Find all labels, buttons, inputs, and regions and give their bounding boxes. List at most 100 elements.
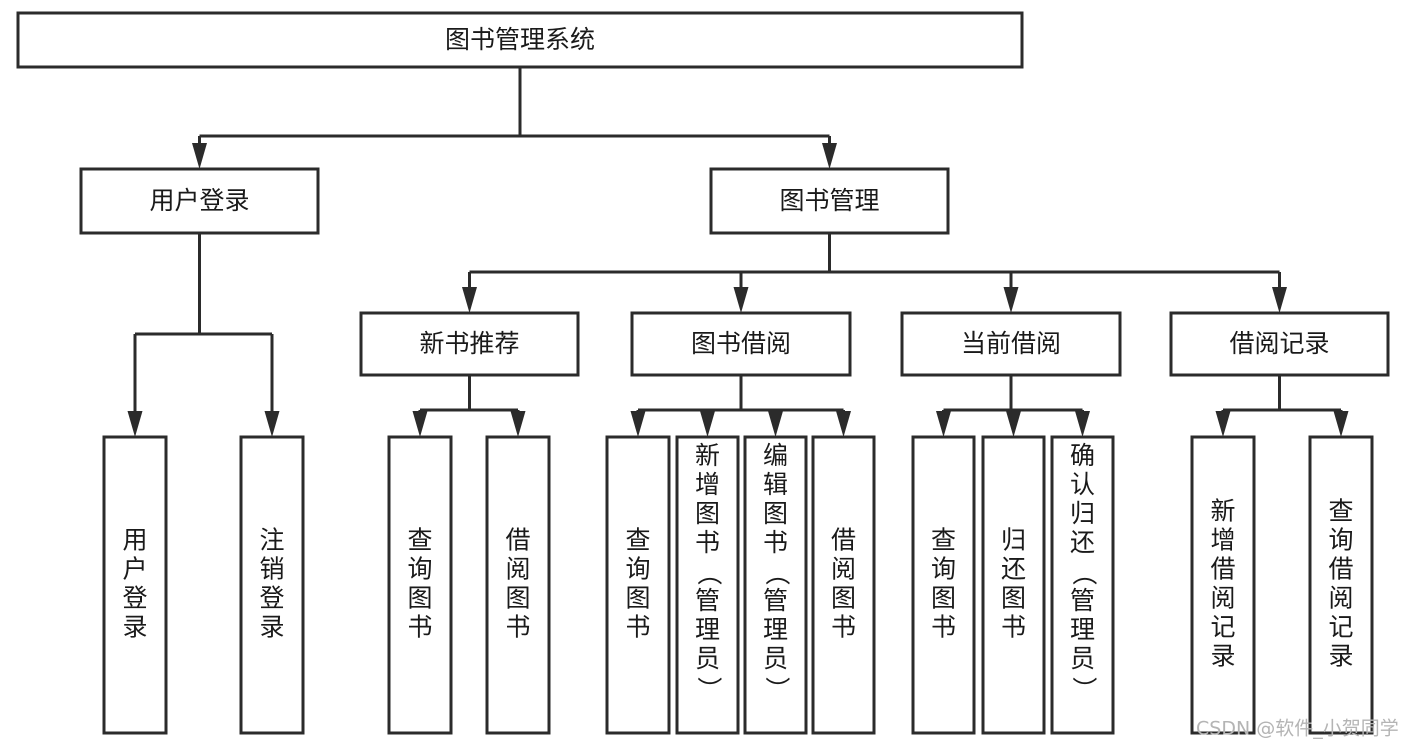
node-label-borrow: 图书借阅 [691,329,791,358]
node-label-char: 阅 [1328,584,1353,613]
node-label-char: ） [763,676,792,701]
node-label-char: 图 [763,499,788,528]
node-label-char: 用 [122,526,147,555]
node-box-bookmgmt[interactable] [709,167,950,235]
node-box-leaf-borrow-borrow[interactable] [811,435,876,735]
node-leaf-user-login[interactable]: 用户登录用户登录 [102,435,168,735]
node-label-char: 增 [1210,526,1235,555]
node-leaf-newbook-borrow[interactable]: 借阅图书借阅图书 [485,435,551,735]
node-label-char: 员 [1070,644,1095,673]
node-box-leaf-current-return[interactable] [981,435,1046,735]
connector-arrowhead-icon [1006,411,1021,437]
node-box-leaf-user-logout[interactable] [239,435,305,735]
node-borrow[interactable]: 图书借阅 [630,311,852,377]
connector-arrowhead-icon [127,411,143,437]
node-bookmgmt[interactable]: 图书管理 [709,167,950,235]
node-login[interactable]: 用户登录 [79,167,320,235]
node-box-newbook[interactable] [359,311,580,377]
node-label-char: 书 [1001,613,1026,642]
node-label-char: 书 [695,528,720,557]
node-box-leaf-borrow-edit[interactable] [743,435,808,735]
node-label-char: 登 [122,584,147,613]
node-box-leaf-user-login[interactable] [102,435,168,735]
node-root[interactable]: 图书管理系统 [16,11,1024,69]
connector-group-records [1215,375,1349,437]
node-label-char: 图 [407,584,432,613]
node-label-char: 增 [695,470,720,499]
connector-arrowhead-icon [630,411,646,437]
node-box-borrow[interactable] [630,311,852,377]
node-label-char: 借 [831,526,856,555]
node-label-root: 图书管理系统 [445,25,595,54]
node-label-char: 员 [695,644,720,673]
node-label-char: ） [1070,676,1099,701]
node-label-char: （ [763,560,792,585]
node-label-bookmgmt: 图书管理 [779,186,879,215]
node-label-char: 管 [1070,586,1095,615]
node-newbook[interactable]: 新书推荐 [359,311,580,377]
connector-group-newbook [412,375,526,437]
node-leaf-current-return[interactable]: 归还图书归还图书 [981,435,1046,735]
node-records[interactable]: 借阅记录 [1169,311,1390,377]
connector-group-bookmgmt [462,233,1287,313]
node-box-current[interactable] [900,311,1122,377]
node-leaf-borrow-borrow[interactable]: 借阅图书借阅图书 [811,435,876,735]
connector-arrowhead-icon [1215,411,1231,437]
connector-group-borrow [630,375,851,437]
node-label-char: 借 [505,526,530,555]
connector-arrowhead-icon [1272,287,1287,313]
node-label-char: 借 [1328,555,1353,584]
node-box-records[interactable] [1169,311,1390,377]
node-label-char: 图 [695,499,720,528]
node-box-leaf-borrow-add[interactable] [675,435,740,735]
node-leaf-records-add[interactable]: 新增借阅记录新增借阅记录 [1190,435,1256,735]
connector-group-root [192,67,837,169]
node-box-leaf-newbook-borrow[interactable] [485,435,551,735]
node-label-char: 记 [1328,613,1353,642]
node-label-char: 书 [407,613,432,642]
connector-layer [127,67,1349,437]
node-label-char: 管 [695,586,720,615]
node-box-leaf-records-add[interactable] [1190,435,1256,735]
node-label-char: 辑 [763,470,788,499]
node-box-leaf-current-query[interactable] [911,435,976,735]
node-label-login: 用户登录 [149,186,249,215]
node-label-char: 认 [1070,470,1095,499]
node-box-login[interactable] [79,167,320,235]
node-box-leaf-records-query[interactable] [1308,435,1374,735]
connector-arrowhead-icon [822,143,837,169]
node-leaf-borrow-query[interactable]: 查询图书查询图书 [605,435,671,735]
node-label-char: 归 [1001,526,1026,555]
connector-group-current [936,375,1090,437]
node-leaf-records-query[interactable]: 查询借阅记录查询借阅记录 [1308,435,1374,735]
node-label-char: 销 [259,555,284,584]
node-leaf-newbook-query[interactable]: 查询图书查询图书 [387,435,453,735]
node-box-root[interactable] [16,11,1024,69]
node-label-char: 录 [122,613,147,642]
node-leaf-user-logout[interactable]: 注销登录注销登录 [239,435,305,735]
node-label-char: 户 [122,555,147,584]
connector-arrowhead-icon [1333,411,1349,437]
node-label-char: 借 [1210,555,1235,584]
node-label-char: 图 [625,584,650,613]
node-label-char: 查 [931,526,956,555]
node-leaf-current-query[interactable]: 查询图书查询图书 [911,435,976,735]
node-label-char: 书 [931,613,956,642]
node-layer: 图书管理系统用户登录图书管理新书推荐图书借阅当前借阅借阅记录用户登录用户登录注销… [16,11,1390,735]
node-current[interactable]: 当前借阅 [900,311,1122,377]
node-box-leaf-borrow-query[interactable] [605,435,671,735]
node-box-leaf-newbook-query[interactable] [387,435,453,735]
node-label-char: 录 [259,613,284,642]
node-label-char: 注 [259,526,284,555]
node-box-leaf-current-confirm[interactable] [1050,435,1115,735]
connector-arrowhead-icon [462,287,477,313]
node-label-char: 阅 [1210,584,1235,613]
connector-arrowhead-icon [412,411,428,437]
node-label-char: 登 [259,584,284,613]
node-label-char: 查 [1328,497,1353,526]
